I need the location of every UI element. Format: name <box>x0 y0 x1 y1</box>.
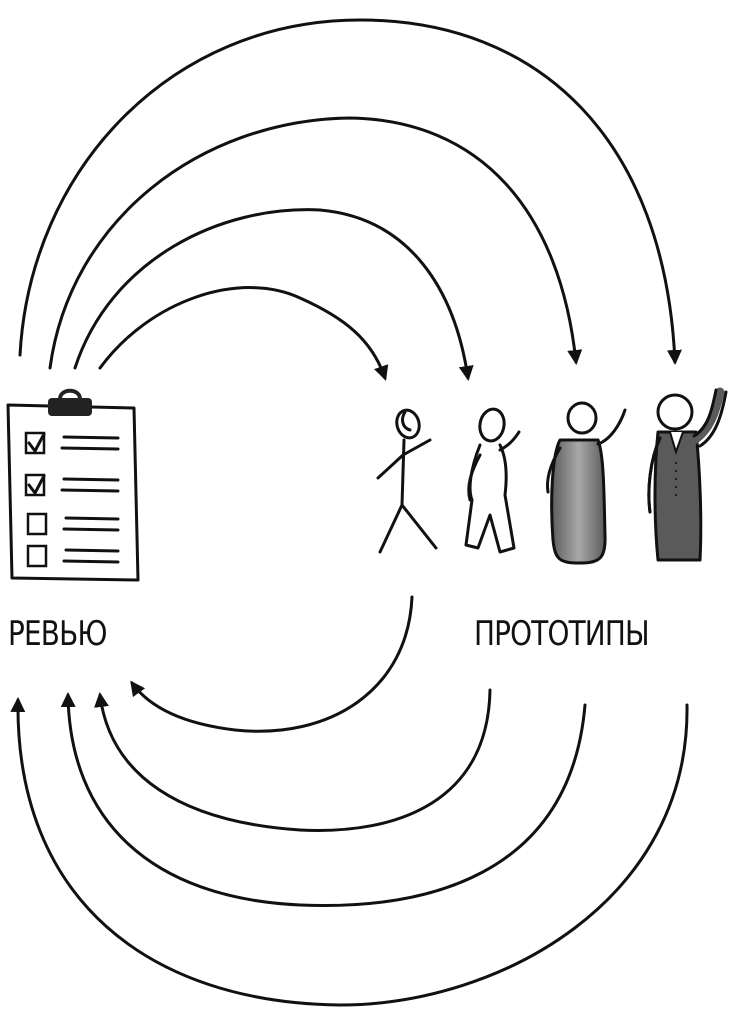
checkbox-4 <box>26 544 120 568</box>
suited-figure-icon <box>647 387 728 562</box>
arrow-to-stick-figure <box>98 286 389 381</box>
arrow-from-suited-figure <box>10 697 689 1007</box>
arrow-to-suited-figure <box>18 18 682 365</box>
clipboard-checklist-icon <box>6 388 140 582</box>
arrow-from-stick-figure <box>130 595 414 733</box>
checkbox-3 <box>26 512 120 536</box>
prototypes-label: ПРОТОТИПЫ <box>474 614 650 654</box>
arrow-from-robed-figure <box>60 692 587 907</box>
arrows-review-to-prototypes <box>18 18 682 381</box>
arrow-to-sketch-figure <box>73 208 474 381</box>
arrow-from-sketch-figure <box>94 688 492 832</box>
review-label: РЕВЬЮ <box>8 614 108 654</box>
arrow-to-robed-figure <box>48 116 583 370</box>
robed-figure-icon <box>546 401 627 565</box>
checkbox-1 <box>24 431 120 455</box>
arrows-prototypes-to-review <box>10 595 689 1007</box>
checkbox-2 <box>24 473 120 497</box>
stick-figure-icon <box>376 408 438 554</box>
sketch-figure-icon <box>464 407 521 554</box>
